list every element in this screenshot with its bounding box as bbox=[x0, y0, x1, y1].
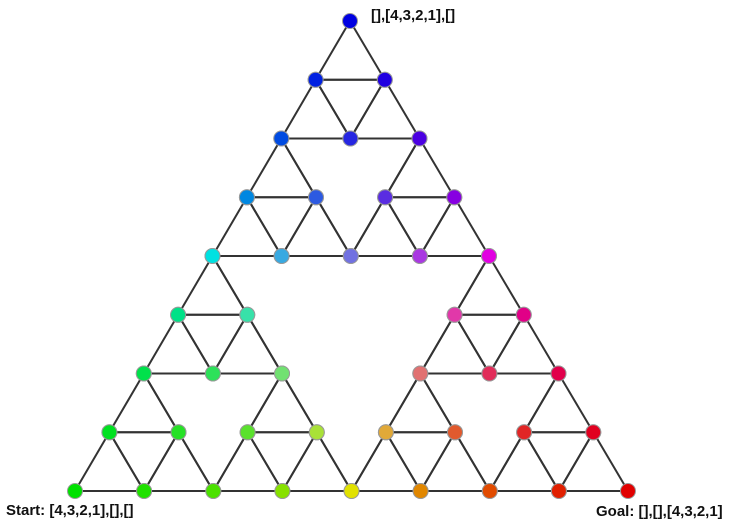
state-node bbox=[620, 483, 636, 499]
move-edge bbox=[177, 255, 214, 316]
move-edge bbox=[453, 314, 491, 375]
move-edge bbox=[418, 137, 456, 198]
move-edge bbox=[177, 314, 214, 375]
state-node bbox=[412, 483, 429, 499]
move-edge bbox=[419, 196, 456, 257]
state-node bbox=[343, 483, 360, 499]
state-node bbox=[550, 483, 567, 499]
state-node bbox=[411, 248, 428, 264]
goal-state-label: Goal: [],[],[4,3,2,1] bbox=[596, 503, 723, 520]
state-node bbox=[342, 13, 358, 29]
state-node bbox=[585, 424, 602, 441]
move-edge bbox=[384, 196, 421, 257]
move-edge bbox=[246, 431, 284, 492]
state-node bbox=[274, 365, 290, 382]
state-node bbox=[550, 365, 567, 382]
move-edge bbox=[453, 196, 490, 257]
start-state-label: Start: [4,3,2,1],[],[] bbox=[6, 502, 134, 519]
move-edge bbox=[350, 431, 387, 492]
move-edge bbox=[557, 372, 595, 433]
state-node bbox=[515, 306, 532, 323]
move-edge bbox=[212, 431, 249, 492]
move-edge bbox=[211, 196, 248, 257]
move-edge bbox=[246, 137, 283, 198]
state-node bbox=[481, 248, 497, 264]
move-edge bbox=[385, 372, 422, 433]
move-edge bbox=[143, 431, 180, 492]
state-node bbox=[273, 130, 290, 147]
state-node bbox=[377, 424, 394, 441]
state-node bbox=[238, 189, 255, 206]
state-node bbox=[239, 306, 256, 323]
move-edge bbox=[281, 431, 318, 492]
state-node bbox=[239, 424, 256, 441]
move-edge bbox=[108, 431, 145, 492]
move-edge bbox=[523, 372, 560, 433]
move-edge bbox=[419, 314, 456, 375]
state-node bbox=[447, 424, 463, 441]
move-edge bbox=[419, 431, 456, 492]
state-node bbox=[274, 483, 291, 499]
move-edge bbox=[246, 196, 283, 257]
move-edge bbox=[522, 314, 560, 375]
state-node bbox=[412, 365, 429, 382]
state-node bbox=[481, 365, 498, 382]
state-node bbox=[446, 306, 463, 323]
state-node bbox=[205, 483, 222, 499]
move-edge bbox=[349, 79, 386, 140]
move-edge bbox=[349, 20, 386, 81]
state-node bbox=[377, 189, 394, 206]
move-edge bbox=[453, 255, 490, 316]
state-node bbox=[307, 71, 324, 88]
state-node bbox=[204, 248, 221, 264]
move-edge bbox=[314, 20, 351, 81]
state-node bbox=[308, 424, 325, 441]
move-edge bbox=[212, 314, 249, 375]
move-edge bbox=[384, 137, 421, 198]
state-node bbox=[135, 365, 152, 382]
move-edge bbox=[142, 314, 179, 375]
move-edge bbox=[246, 372, 283, 433]
state-node bbox=[411, 130, 428, 147]
state-node bbox=[376, 71, 393, 88]
move-edge bbox=[592, 431, 629, 492]
state-node bbox=[342, 248, 359, 264]
graph-nodes bbox=[67, 13, 636, 499]
move-edge bbox=[385, 431, 422, 492]
state-node bbox=[204, 365, 221, 382]
state-node bbox=[101, 424, 118, 441]
move-edge bbox=[108, 372, 145, 433]
move-edge bbox=[349, 196, 386, 257]
move-edge bbox=[488, 314, 525, 375]
move-edge bbox=[558, 431, 595, 492]
move-edge bbox=[280, 79, 317, 140]
state-node bbox=[67, 483, 83, 499]
move-edge bbox=[488, 431, 525, 492]
state-node bbox=[170, 306, 187, 323]
move-edge bbox=[488, 255, 525, 316]
state-node bbox=[170, 424, 187, 441]
state-node bbox=[516, 424, 533, 441]
move-edge bbox=[523, 431, 560, 492]
state-node bbox=[273, 248, 290, 264]
top-state-label: [],[4,3,2,1],[] bbox=[371, 7, 456, 24]
move-edge bbox=[280, 196, 317, 257]
state-node bbox=[446, 189, 463, 206]
move-edge bbox=[383, 79, 421, 140]
state-node bbox=[342, 130, 359, 147]
move-edge bbox=[314, 79, 352, 140]
state-node bbox=[481, 483, 498, 499]
state-node bbox=[136, 483, 153, 499]
state-node bbox=[308, 189, 324, 206]
move-edge bbox=[74, 431, 111, 492]
